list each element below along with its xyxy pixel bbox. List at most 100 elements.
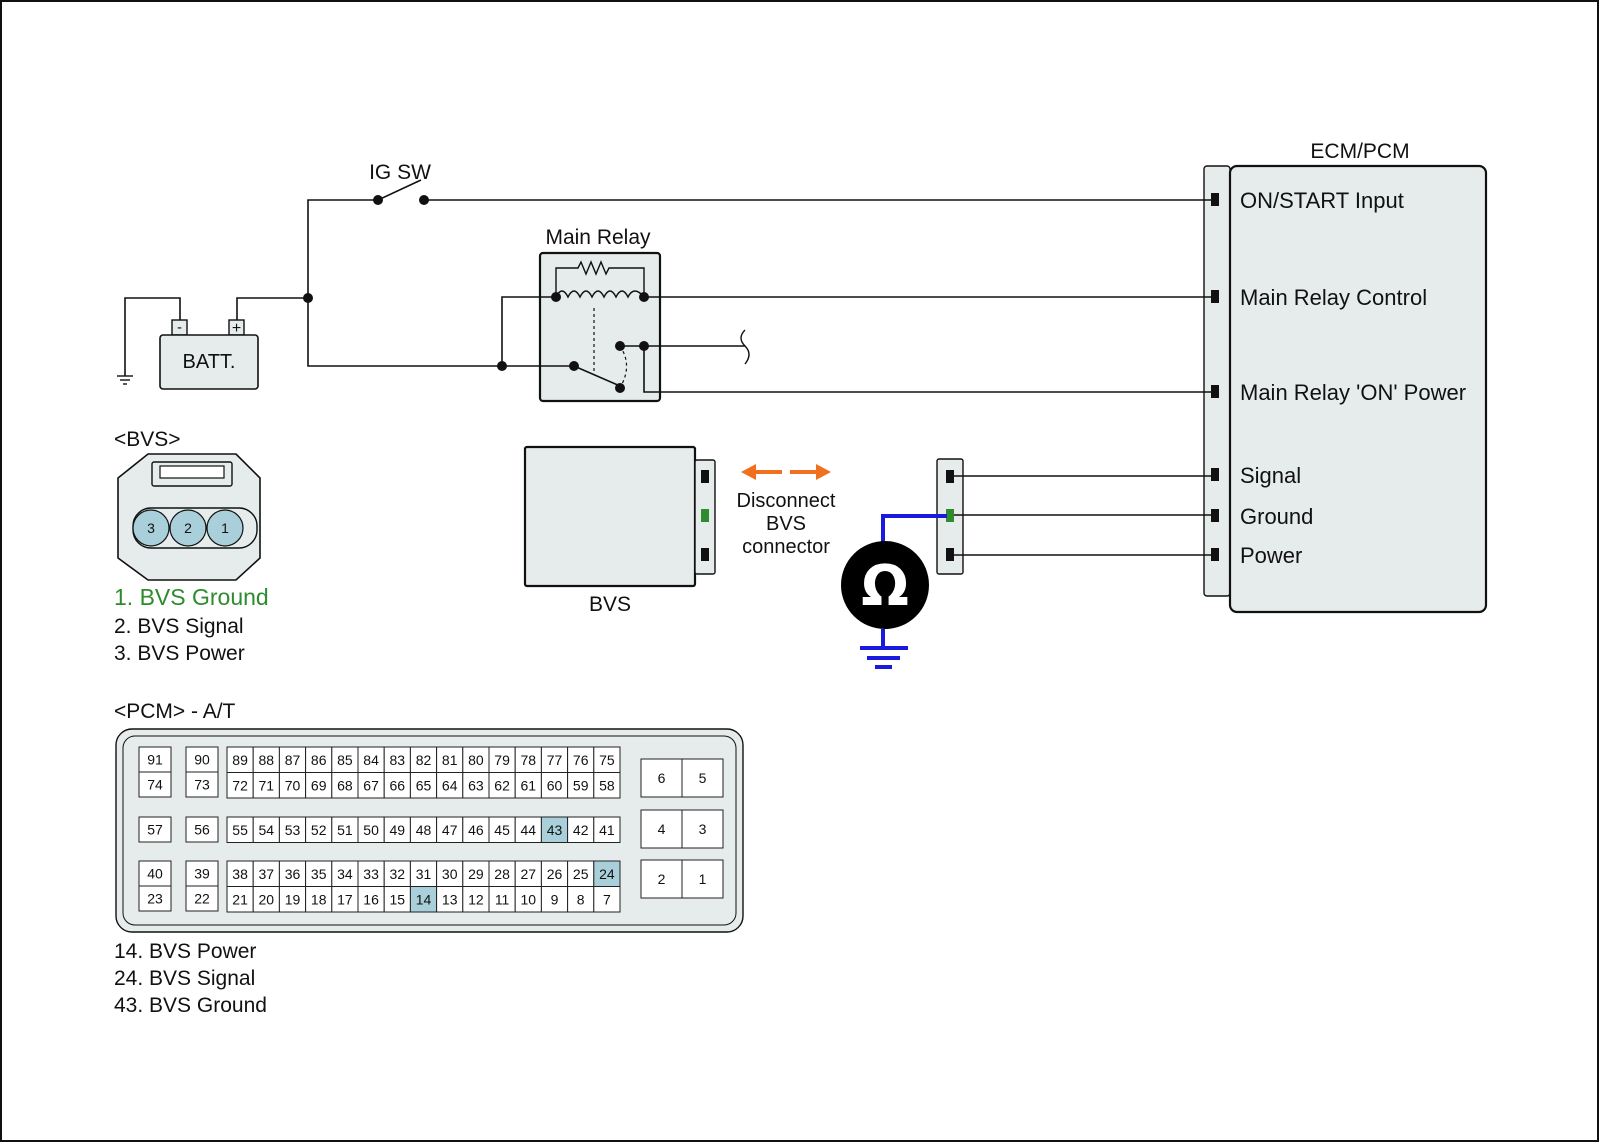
bvs-legend-signal: 2. BVS Signal <box>114 615 244 638</box>
pcm-pin-number: 39 <box>194 866 210 882</box>
ecm-pin-terminal <box>1211 193 1219 206</box>
bvs-pin-number: 1 <box>221 520 229 536</box>
pcm-pin-26 <box>540 860 569 887</box>
pcm-pin-number: 17 <box>337 891 353 907</box>
feed-to-relay-wire <box>307 298 502 367</box>
pcm-pin-74 <box>138 771 172 798</box>
harness-pin <box>946 548 954 561</box>
pcm-pin-39 <box>185 860 219 887</box>
pcm-pin-number: 38 <box>232 866 248 882</box>
pcm-pin-38 <box>226 860 254 887</box>
pcm-pin-42 <box>567 816 595 843</box>
pcm-pin-number: 88 <box>259 752 275 768</box>
pcm-pin-7 <box>593 886 621 913</box>
bvs-connector-view: <BVS> 3 2 1 1. BVS Ground 2. BVS Signal … <box>114 428 269 665</box>
pcm-pin-number: 81 <box>442 752 458 768</box>
chassis-ground-icon <box>117 375 133 385</box>
ecm-pin-terminal <box>1211 385 1219 398</box>
pcm-pin-1 <box>681 859 724 899</box>
pcm-pin-number: 51 <box>337 822 353 838</box>
pcm-pin-29 <box>462 860 490 887</box>
disconnect-note-line2: BVS <box>766 513 806 535</box>
pcm-pin-78 <box>514 746 542 773</box>
disconnect-arrows-icon <box>741 464 831 480</box>
pcm-pin-13 <box>436 886 464 913</box>
bvs-module-ground-pin <box>701 509 709 522</box>
pcm-pin-number: 89 <box>232 752 248 768</box>
pcm-pin-52 <box>305 816 333 843</box>
relay-switch-contact <box>615 383 625 393</box>
pcm-pin-number: 64 <box>442 777 458 793</box>
pcm-pin-72 <box>226 772 254 799</box>
main-relay: Main Relay <box>497 226 1211 403</box>
pcm-pin-number: 3 <box>699 821 707 837</box>
pcm-pin-number: 66 <box>390 777 406 793</box>
pcm-pin-number: 29 <box>468 866 484 882</box>
pcm-pin-33 <box>357 860 385 887</box>
pcm-pin-number: 22 <box>194 891 210 907</box>
bvs-legend-ground: 1. BVS Ground <box>114 584 269 610</box>
bvs-connector-pin-3 <box>132 509 170 547</box>
pcm-pin-18 <box>305 886 333 913</box>
relay-coil-feed-wire <box>501 296 556 366</box>
bvs-pin-number: 3 <box>147 520 155 536</box>
pcm-pin-number: 80 <box>468 752 484 768</box>
pcm-pin-56 <box>185 816 219 843</box>
battery-plus-sign: + <box>232 320 241 337</box>
pcm-pin-number: 41 <box>599 822 615 838</box>
pcm-pin-number: 85 <box>337 752 353 768</box>
pcm-pin-47 <box>436 816 464 843</box>
pcm-pin-number: 47 <box>442 822 458 838</box>
pcm-pin-63 <box>462 772 490 799</box>
pcm-pin-number: 75 <box>599 752 615 768</box>
pcm-pin-number: 72 <box>232 777 248 793</box>
wire-break-icon <box>740 329 750 365</box>
pcm-pin-number: 6 <box>658 770 666 786</box>
pcm-pin-number: 76 <box>573 752 589 768</box>
bvs-module-pin <box>701 548 709 561</box>
pcm-pin-number: 2 <box>658 871 666 887</box>
pcm-pin-11 <box>488 886 516 913</box>
pcm-pin-number: 74 <box>147 777 163 793</box>
pcm-pin-number: 68 <box>337 777 353 793</box>
ohm-symbol: Ω <box>861 554 909 619</box>
pcm-pin-58 <box>593 772 621 799</box>
pcm-pin-number: 33 <box>363 866 379 882</box>
bvs-legend-power: 3. BVS Power <box>114 642 245 665</box>
ecm-pin-on-start-input: ON/START Input <box>1240 188 1404 213</box>
pcm-pin-number: 67 <box>363 777 379 793</box>
pcm-pin-number: 57 <box>147 822 163 838</box>
bvs-measurement-section: BVS Disconnect BVS connector Ω <box>523 445 1211 669</box>
pcm-pin-12 <box>462 886 490 913</box>
bvs-module <box>523 445 697 588</box>
pcm-legend-ground: 43. BVS Ground <box>114 994 267 1017</box>
pcm-pin-number: 11 <box>495 891 510 907</box>
pcm-pin-85 <box>331 746 359 773</box>
meter-test-lead <box>881 514 947 545</box>
pcm-pin-41 <box>593 816 621 843</box>
pcm-connector-title: <PCM> - A/T <box>114 700 236 723</box>
pcm-pin-number: 43 <box>547 822 563 838</box>
pcm-pin-57 <box>138 816 172 843</box>
pcm-pin-number: 59 <box>573 777 589 793</box>
pcm-pin-number: 77 <box>547 752 563 768</box>
junction-dot <box>303 293 313 303</box>
pcm-pin-number: 63 <box>468 777 484 793</box>
pcm-pin-number: 13 <box>442 891 458 907</box>
ecm-pin-terminal <box>1211 548 1219 561</box>
pcm-pin-21 <box>226 886 254 913</box>
pcm-pin-number: 24 <box>599 866 615 882</box>
disconnect-note-line1: Disconnect <box>737 490 836 512</box>
pcm-pin-number: 23 <box>147 891 163 907</box>
pcm-pin-number: 69 <box>311 777 327 793</box>
pcm-pin-number: 82 <box>416 752 432 768</box>
pcm-pin-number: 20 <box>259 891 275 907</box>
pcm-pin-67 <box>357 772 385 799</box>
pcm-pin-number: 28 <box>494 866 510 882</box>
meter-ground-icon <box>860 646 908 669</box>
ecm-body <box>1228 164 1488 614</box>
pcm-pin-number: 9 <box>551 891 559 907</box>
